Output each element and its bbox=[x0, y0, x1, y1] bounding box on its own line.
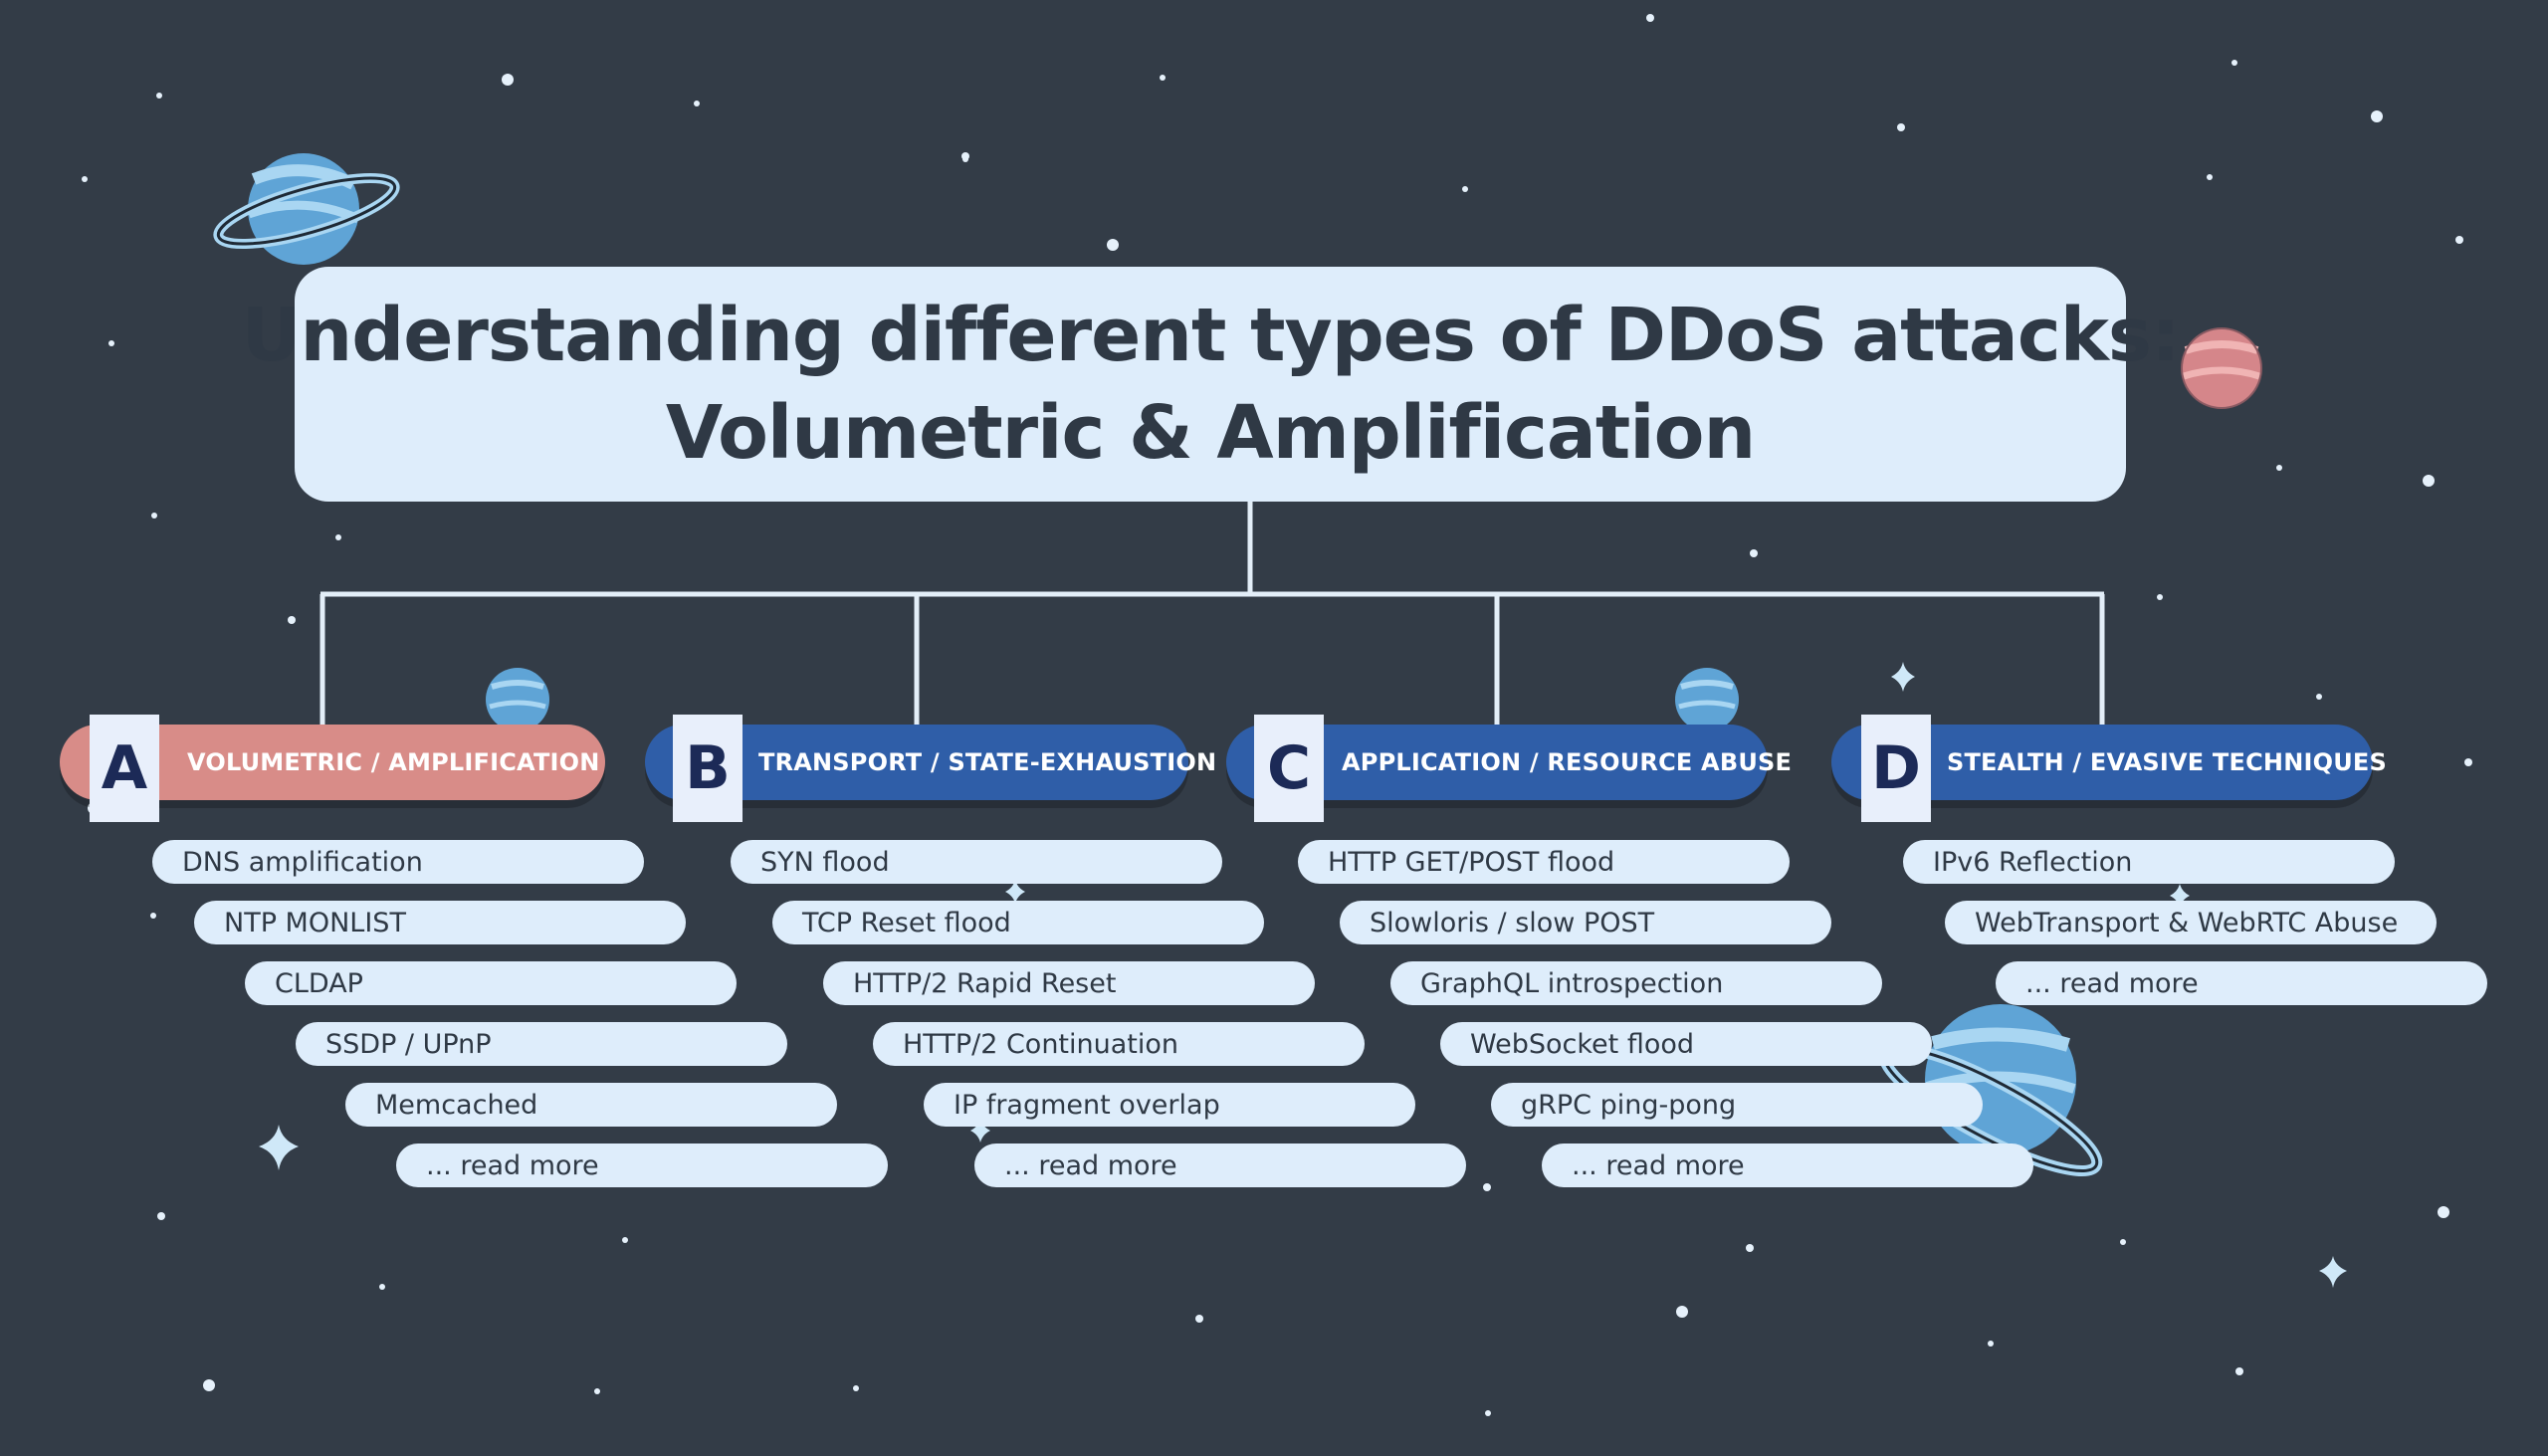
star-icon bbox=[1897, 123, 1905, 131]
star-icon bbox=[379, 1284, 385, 1290]
list-item[interactable]: IPv6 Reflection bbox=[1903, 840, 2395, 884]
star-icon bbox=[2157, 594, 2163, 600]
star-icon bbox=[2455, 236, 2463, 244]
sparkle-icon bbox=[1005, 880, 1025, 904]
list-item[interactable]: HTTP/2 Rapid Reset bbox=[823, 961, 1315, 1005]
star-icon bbox=[502, 74, 514, 86]
sparkle-icon bbox=[259, 1125, 299, 1170]
category-c: C APPLICATION / RESOURCE ABUSE bbox=[1226, 715, 1792, 824]
list-item[interactable]: SYN flood bbox=[731, 840, 1222, 884]
title-card: Understanding different types of DDoS at… bbox=[241, 267, 2181, 502]
star-icon bbox=[2120, 1239, 2126, 1245]
star-icon bbox=[150, 913, 156, 919]
list-item[interactable]: WebSocket flood bbox=[1440, 1022, 1932, 1066]
star-icon bbox=[1646, 14, 1654, 22]
list-item[interactable]: WebTransport & WebRTC Abuse bbox=[1945, 901, 2437, 944]
list-item[interactable]: Memcached bbox=[345, 1083, 837, 1127]
star-icon bbox=[2316, 694, 2322, 700]
star-icon bbox=[594, 1388, 600, 1394]
star-icon bbox=[2207, 174, 2213, 180]
category-b-letter: B bbox=[673, 715, 743, 822]
category-c-label: APPLICATION / RESOURCE ABUSE bbox=[1342, 748, 1793, 776]
star-icon bbox=[288, 616, 296, 624]
star-icon bbox=[1676, 1306, 1688, 1318]
list-item[interactable]: Slowloris / slow POST bbox=[1340, 901, 1831, 944]
list-item[interactable]: CLDAP bbox=[245, 961, 737, 1005]
star-icon bbox=[962, 156, 968, 162]
title-line-1: Understanding different types of DDoS at… bbox=[241, 293, 2180, 378]
list-item[interactable]: DNS amplification bbox=[152, 840, 644, 884]
planet-icon bbox=[486, 668, 549, 731]
star-icon bbox=[2276, 465, 2282, 471]
list-item[interactable]: HTTP GET/POST flood bbox=[1298, 840, 1790, 884]
star-icon bbox=[2231, 60, 2237, 66]
star-icon bbox=[2464, 758, 2472, 766]
read-more-link[interactable]: ... read more bbox=[1542, 1144, 2033, 1187]
list-item[interactable]: IP fragment overlap bbox=[924, 1083, 1415, 1127]
star-icon bbox=[2423, 475, 2435, 487]
star-icon bbox=[2438, 1206, 2449, 1218]
category-a-label: VOLUMETRIC / AMPLIFICATION bbox=[187, 748, 600, 776]
category-d-letter: D bbox=[1861, 715, 1931, 822]
star-icon bbox=[1195, 1315, 1203, 1323]
read-more-link[interactable]: ... read more bbox=[974, 1144, 1466, 1187]
star-icon bbox=[1107, 239, 1119, 251]
category-b: B TRANSPORT / STATE-EXHAUSTION bbox=[645, 715, 1216, 824]
star-icon bbox=[151, 513, 157, 519]
star-icon bbox=[108, 340, 114, 346]
star-icon bbox=[622, 1237, 628, 1243]
star-icon bbox=[157, 1212, 165, 1220]
category-c-letter: C bbox=[1254, 715, 1324, 822]
category-b-label: TRANSPORT / STATE-EXHAUSTION bbox=[758, 748, 1217, 776]
star-icon bbox=[853, 1385, 859, 1391]
star-icon bbox=[1988, 1341, 1994, 1347]
list-item[interactable]: SSDP / UPnP bbox=[296, 1022, 787, 1066]
category-a: A VOLUMETRIC / AMPLIFICATION bbox=[60, 715, 617, 824]
star-icon bbox=[156, 93, 162, 99]
star-icon bbox=[1483, 1183, 1491, 1191]
sparkle-icon bbox=[970, 1119, 990, 1143]
list-item[interactable]: GraphQL introspection bbox=[1390, 961, 1882, 1005]
tree-connectors bbox=[319, 502, 2105, 725]
star-icon bbox=[1750, 549, 1758, 557]
category-d: D STEALTH / EVASIVE TECHNIQUES bbox=[1831, 715, 2389, 824]
sparkle-icon bbox=[2319, 1256, 2347, 1288]
list-item[interactable]: gRPC ping-pong bbox=[1491, 1083, 1983, 1127]
list-item[interactable]: HTTP/2 Continuation bbox=[873, 1022, 1365, 1066]
star-icon bbox=[1160, 75, 1166, 81]
list-item[interactable]: TCP Reset flood bbox=[772, 901, 1264, 944]
planet-icon bbox=[1675, 668, 1739, 731]
category-a-letter: A bbox=[90, 715, 159, 822]
star-icon bbox=[2371, 110, 2383, 122]
ringed-planet-icon bbox=[213, 153, 400, 265]
star-icon bbox=[203, 1379, 215, 1391]
star-icon bbox=[2235, 1367, 2243, 1375]
star-icon bbox=[1462, 186, 1468, 192]
planet-icon bbox=[2181, 327, 2262, 409]
sparkle-icon bbox=[2170, 884, 2190, 908]
star-icon bbox=[82, 176, 88, 182]
read-more-link[interactable]: ... read more bbox=[396, 1144, 888, 1187]
sparkle-icon bbox=[1891, 662, 1915, 692]
category-d-label: STEALTH / EVASIVE TECHNIQUES bbox=[1947, 748, 2387, 776]
read-more-link[interactable]: ... read more bbox=[1996, 961, 2487, 1005]
title-line-2: Volumetric & Amplification bbox=[665, 390, 1756, 476]
star-icon bbox=[1485, 1410, 1491, 1416]
list-item[interactable]: NTP MONLIST bbox=[194, 901, 686, 944]
star-icon bbox=[335, 534, 341, 540]
star-icon bbox=[694, 101, 700, 106]
star-icon bbox=[1746, 1244, 1754, 1252]
